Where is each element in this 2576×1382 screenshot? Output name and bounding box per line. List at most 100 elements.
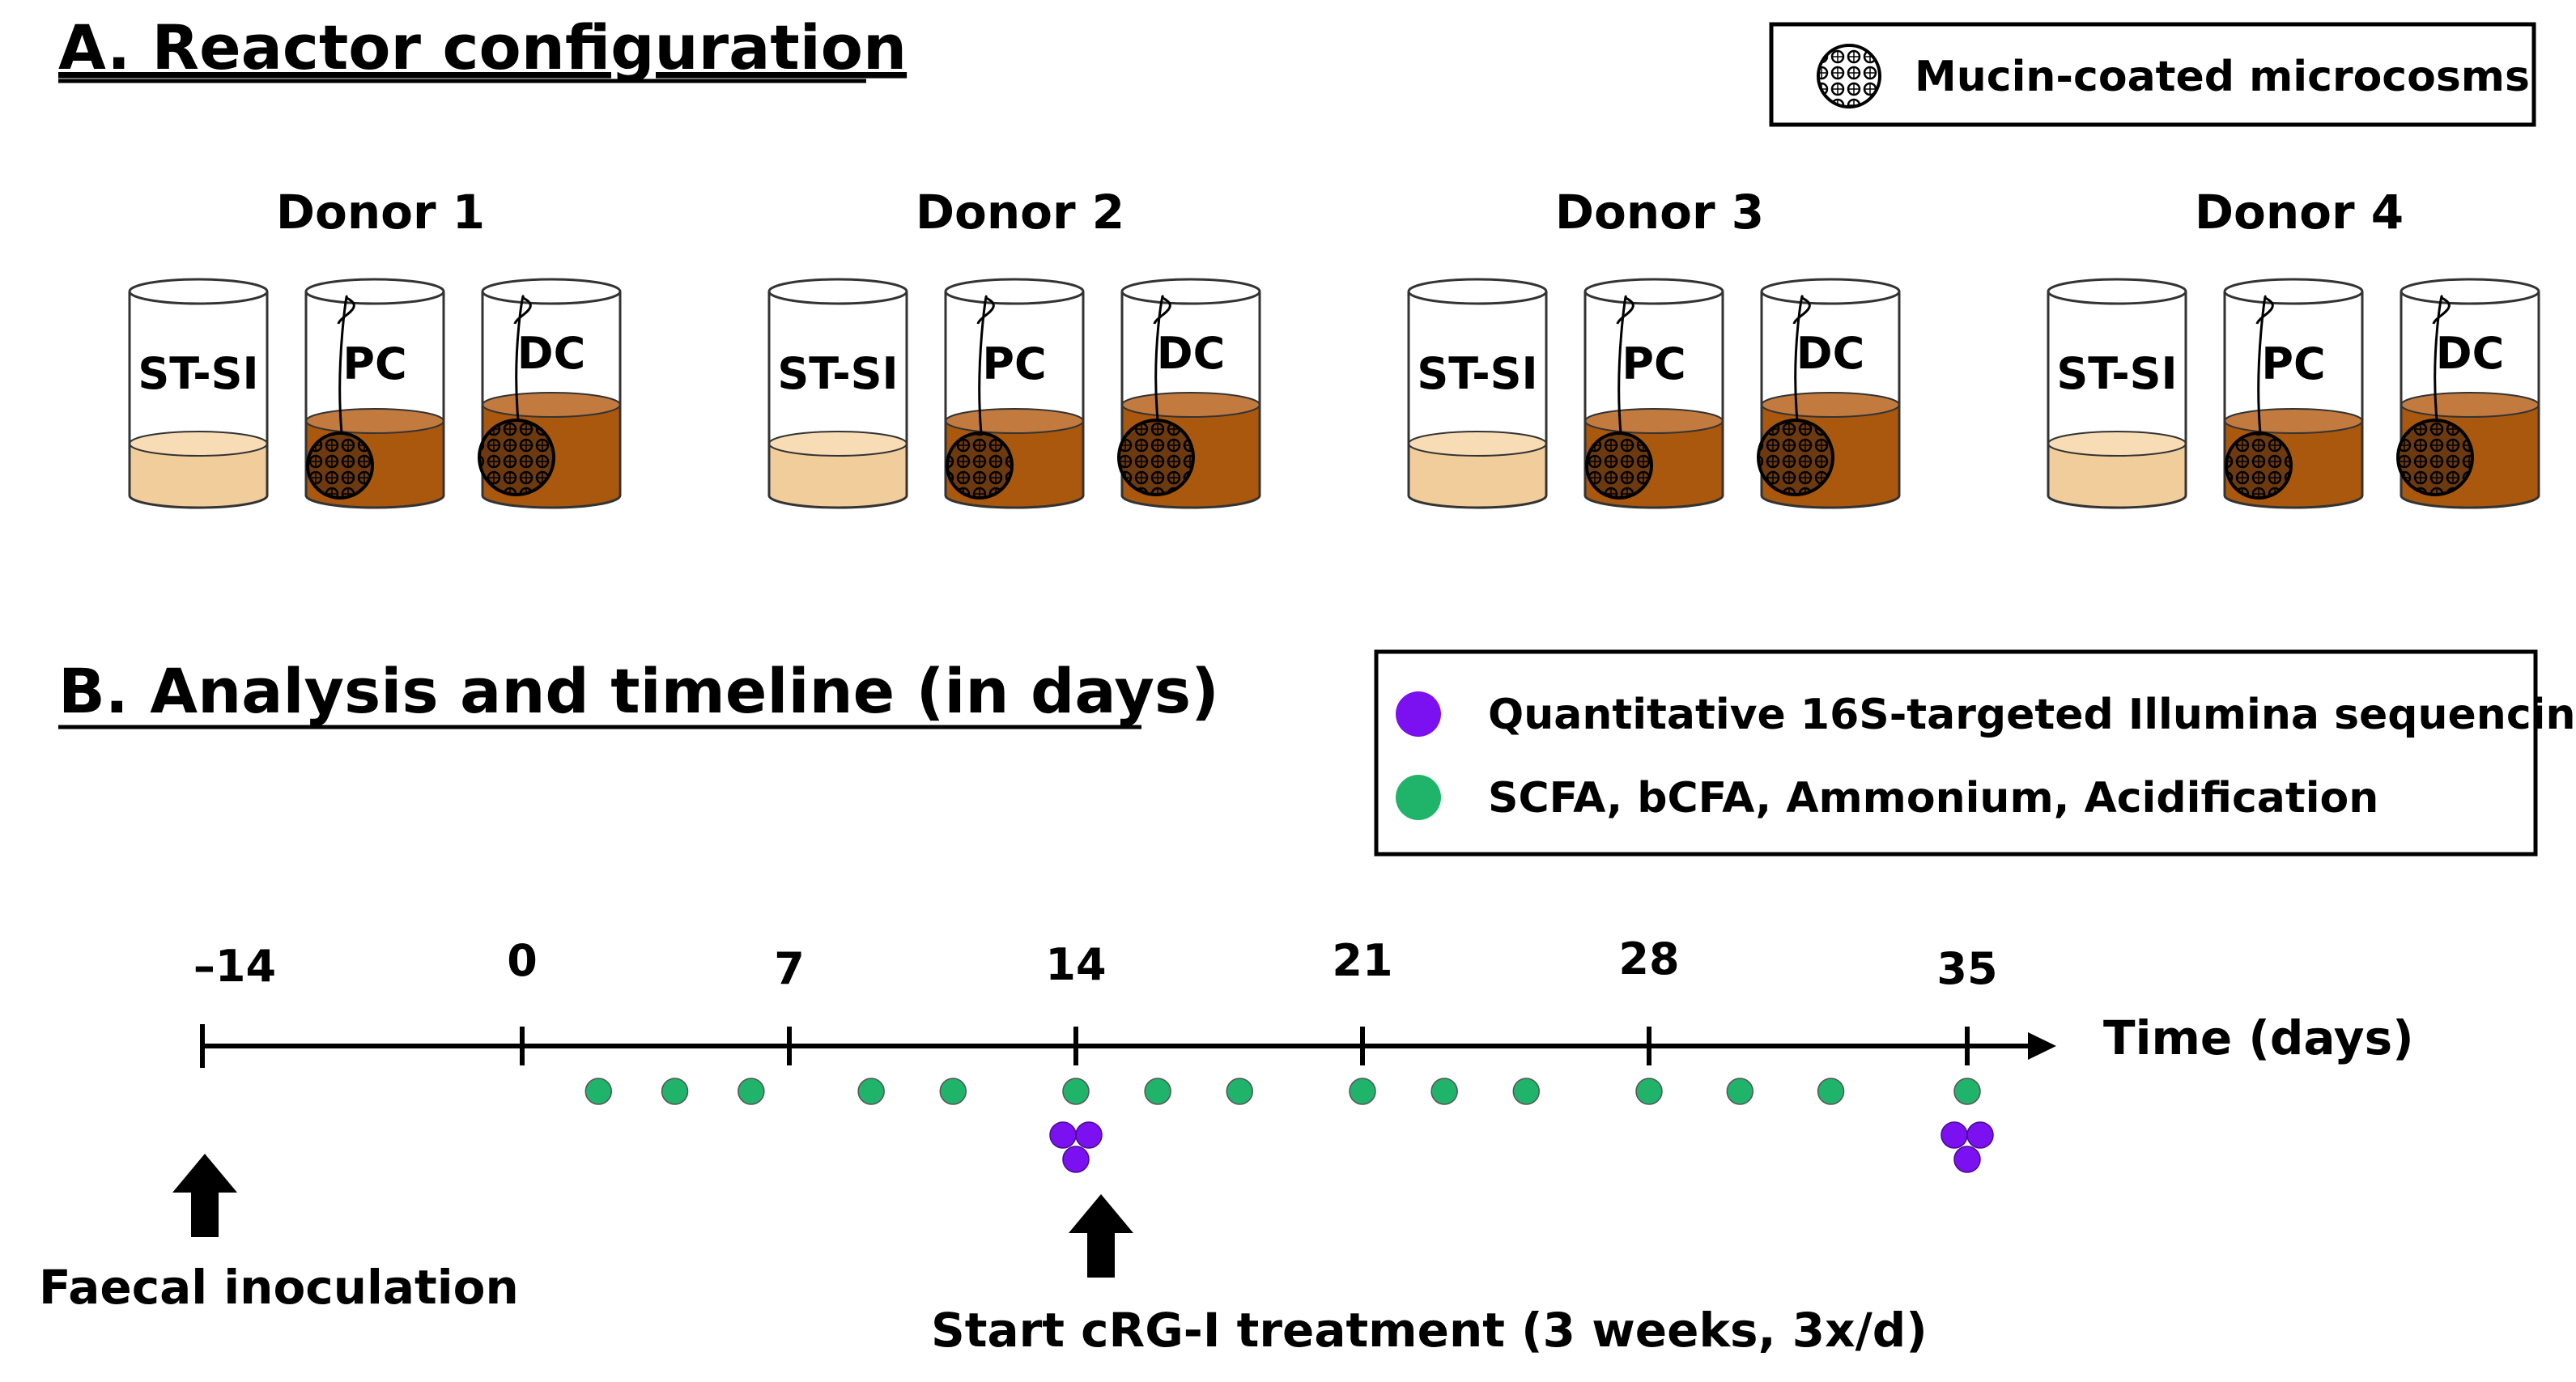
vessel-rim <box>128 278 269 305</box>
microcosm-string <box>513 295 532 421</box>
microcosm-legend-label: Mucin-coated microcosms <box>1915 53 2530 101</box>
metabolite-sample-point <box>1512 1078 1541 1105</box>
metabolite-sample-point <box>1726 1078 1754 1105</box>
vessel-liquid-surface <box>1408 431 1547 457</box>
vessel-label: ST-SI <box>2056 348 2177 399</box>
microcosm-string <box>337 295 355 434</box>
timeline-arrowhead <box>2028 1032 2056 1060</box>
sequencing-sample-point <box>1075 1121 1103 1149</box>
vessel-wall <box>1407 291 1548 509</box>
reactor-vessel: DC <box>1757 278 1901 509</box>
donor-label: Donor 4 <box>2195 185 2404 240</box>
microcosm-icon <box>306 432 374 500</box>
microcosm-icon <box>2225 432 2293 500</box>
timeline-tick-label: 14 <box>1045 939 1106 990</box>
reactor-vessel: DC <box>1117 278 1261 509</box>
vessel-label: ST-SI <box>777 348 898 399</box>
donor-groups: Donor 1 ST-SI PC DC Donor 2 ST-SI PC DC Donor 3 S… <box>128 185 2540 509</box>
vessel-label: PC <box>1622 338 1685 389</box>
vessel-label: DC <box>1796 328 1864 379</box>
vessel-label: ST-SI <box>1417 348 1537 399</box>
vessel-label: DC <box>517 328 585 379</box>
vessel-rim <box>2047 278 2187 305</box>
metabolite-sample-point <box>857 1078 885 1105</box>
reactor-vessel: PC <box>1583 278 1724 509</box>
reactor-vessel: PC <box>2223 278 2364 509</box>
sequencing-sample-point <box>1941 1121 1968 1149</box>
vessel-liquid-surface <box>1121 392 1260 418</box>
microcosm-string <box>1616 295 1634 434</box>
event-treatment-label: Start cRG-I treatment (3 weeks, 3x/d) <box>931 1303 1928 1358</box>
metabolite-sample-point <box>1226 1078 1254 1105</box>
legend-label-sequencing: Quantitative 16S-targeted Illumina seque… <box>1488 691 2576 739</box>
vessel-wall <box>304 291 445 509</box>
microcosm-string <box>2432 295 2451 421</box>
timeline-tick-label: –14 <box>193 941 276 992</box>
event-inoculation: Faecal inoculation <box>39 1154 519 1315</box>
reactor-vessel: ST-SI <box>1407 278 1548 509</box>
vessel-liquid-surface <box>305 408 444 434</box>
up-arrow-icon <box>172 1154 237 1237</box>
vessel-liquid-surface <box>482 392 621 418</box>
vessel-wall <box>128 291 269 509</box>
vessel-rim <box>1407 278 1548 305</box>
metabolite-sample-point <box>661 1078 689 1105</box>
reactor-vessel: ST-SI <box>2047 278 2187 509</box>
metabolite-sample-point <box>1953 1078 1981 1105</box>
microcosm-icon <box>946 432 1014 500</box>
donor-label: Donor 3 <box>1555 185 1764 240</box>
microcosm-icon <box>1585 432 1653 500</box>
reactor-vessel: PC <box>304 278 445 509</box>
microcosm-string <box>2255 295 2274 434</box>
vessel-liquid-surface <box>768 431 908 457</box>
metabolite-sample-point <box>1062 1078 1090 1105</box>
vessel-label: PC <box>342 338 406 389</box>
section-b-heading: B. Analysis and timeline (in days) <box>58 655 1219 727</box>
sequencing-sample-points <box>1049 1121 1994 1173</box>
vessel-rim <box>767 278 908 305</box>
vessel-liquid <box>2048 444 2186 508</box>
vessel-rim <box>2223 278 2364 305</box>
donor-label: Donor 2 <box>916 185 1124 240</box>
reactor-vessel: DC <box>478 278 622 509</box>
microcosm-string <box>1153 295 1171 421</box>
vessel-wall <box>1120 291 1261 509</box>
microcosm-icon <box>1117 419 1195 496</box>
timeline-axis-label: Time (days) <box>2103 1010 2414 1065</box>
section-b: B. Analysis and timeline (in days) Quant… <box>39 649 2576 1358</box>
metabolite-sample-point <box>1430 1078 1458 1105</box>
vessel-liquid <box>130 444 267 508</box>
vessel-label: ST-SI <box>138 348 258 399</box>
vessel-liquid-surface <box>945 408 1084 434</box>
timeline-tick-label: 28 <box>1618 933 1679 984</box>
sequencing-sample-point <box>1049 1121 1077 1149</box>
donor-group: Donor 1 ST-SI PC DC <box>128 185 622 509</box>
timeline-tick-label: 21 <box>1332 935 1392 986</box>
vessel-wall <box>2223 291 2364 509</box>
vessel-liquid-surface <box>1761 392 1900 418</box>
vessel-liquid-surface <box>2400 392 2540 418</box>
metabolite-sample-point <box>1635 1078 1663 1105</box>
donor-group: Donor 3 ST-SI PC DC <box>1407 185 1901 509</box>
metabolite-sample-points <box>584 1078 1981 1105</box>
microcosm-icon <box>1757 419 1834 496</box>
section-a-heading: A. Reactor configuration <box>58 11 907 83</box>
microcosm-icon <box>2396 419 2474 496</box>
donor-label: Donor 1 <box>276 185 485 240</box>
vessel-rim <box>481 278 622 305</box>
event-treatment: Start cRG-I treatment (3 weeks, 3x/d) <box>931 1194 1928 1358</box>
microcosm-legend-box: Mucin-coated microcosms <box>1769 22 2536 127</box>
timeline-tick-label: 7 <box>774 943 805 994</box>
metabolite-sample-point <box>1349 1078 1376 1105</box>
vessel-label: PC <box>2261 338 2325 389</box>
vessel-liquid <box>1409 444 1546 508</box>
vessel-wall <box>1760 291 1901 509</box>
metabolite-sample-point <box>1817 1078 1845 1105</box>
vessel-rim <box>1760 278 1901 305</box>
vessel-wall <box>767 291 908 509</box>
vessel-rim <box>944 278 1085 305</box>
